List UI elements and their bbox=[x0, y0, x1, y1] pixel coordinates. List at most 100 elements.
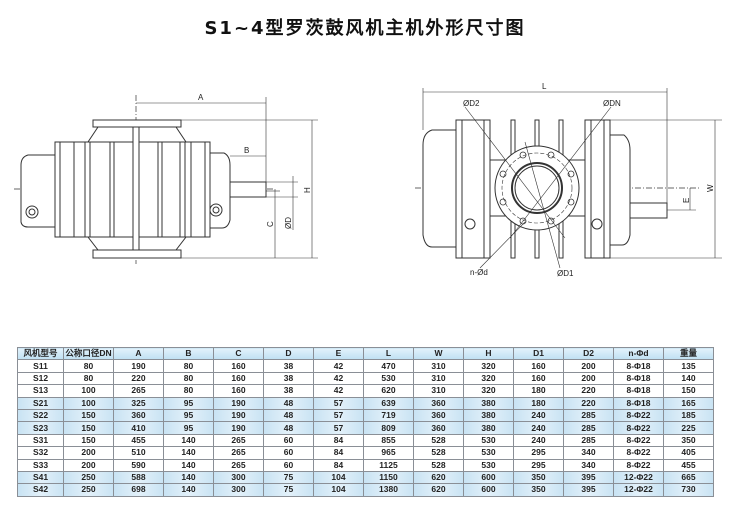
table-cell: 57 bbox=[313, 396, 364, 410]
table-cell: 300 bbox=[213, 470, 264, 485]
table-cell: 455 bbox=[113, 433, 164, 448]
table-cell: 310 bbox=[413, 371, 464, 386]
table-cell: 265 bbox=[213, 446, 264, 460]
front-view-drawing bbox=[14, 95, 318, 264]
column-header: D2 bbox=[563, 346, 614, 361]
table-cell: 730 bbox=[663, 483, 714, 497]
table-cell: 8-Φ18 bbox=[613, 384, 664, 398]
table-cell: 360 bbox=[413, 408, 464, 423]
table-cell: 220 bbox=[563, 396, 614, 410]
table-cell: 590 bbox=[113, 458, 164, 472]
table-cell: 300 bbox=[213, 483, 264, 497]
table-cell: 42 bbox=[313, 371, 364, 386]
dim-label-nd: n-Ød bbox=[470, 268, 488, 277]
table-cell: S42 bbox=[17, 483, 64, 497]
top-view-drawing bbox=[415, 88, 722, 269]
table-cell: 80 bbox=[63, 371, 114, 386]
dim-label-a: A bbox=[198, 93, 204, 102]
dim-label-dn: ØDN bbox=[603, 99, 621, 108]
table-cell: 240 bbox=[513, 408, 564, 423]
table-cell: S32 bbox=[17, 446, 64, 460]
table-cell: 325 bbox=[113, 396, 164, 410]
table-cell: 95 bbox=[163, 408, 214, 423]
table-cell: 84 bbox=[313, 446, 364, 460]
table-cell: 150 bbox=[63, 433, 114, 448]
table-cell: 588 bbox=[113, 470, 164, 485]
table-cell: 80 bbox=[63, 359, 114, 373]
table-cell: 38 bbox=[263, 384, 314, 398]
table-cell: 100 bbox=[63, 384, 114, 398]
table-cell: 600 bbox=[463, 483, 514, 497]
dim-label-d1: ØD1 bbox=[557, 269, 574, 278]
table-cell: 528 bbox=[413, 446, 464, 460]
table-cell: 320 bbox=[463, 371, 514, 386]
table-cell: 84 bbox=[313, 458, 364, 472]
table-cell: 220 bbox=[113, 371, 164, 386]
column-header: L bbox=[363, 346, 414, 361]
table-cell: 140 bbox=[163, 446, 214, 460]
table-cell: 8-Φ22 bbox=[613, 458, 664, 472]
table-cell: 140 bbox=[163, 458, 214, 472]
table-cell: 380 bbox=[463, 408, 514, 423]
table-cell: 360 bbox=[413, 396, 464, 410]
column-header: E bbox=[313, 346, 364, 361]
table-cell: 75 bbox=[263, 483, 314, 497]
table-cell: 140 bbox=[663, 371, 714, 386]
table-cell: 265 bbox=[213, 433, 264, 448]
table-cell: 8-Φ22 bbox=[613, 446, 664, 460]
table-cell: 405 bbox=[663, 446, 714, 460]
column-header: W bbox=[413, 346, 464, 361]
table-cell: 200 bbox=[63, 458, 114, 472]
table-cell: 600 bbox=[463, 470, 514, 485]
table-cell: 140 bbox=[163, 470, 214, 485]
table-cell: 80 bbox=[163, 359, 214, 373]
table-cell: S41 bbox=[17, 470, 64, 485]
dim-label-l: L bbox=[542, 82, 547, 91]
table-cell: 38 bbox=[263, 359, 314, 373]
table-cell: 285 bbox=[563, 408, 614, 423]
table-cell: 135 bbox=[663, 359, 714, 373]
table-cell: 38 bbox=[263, 371, 314, 386]
table-cell: 190 bbox=[113, 359, 164, 373]
table-cell: 190 bbox=[213, 408, 264, 423]
table-cell: 1150 bbox=[363, 470, 414, 485]
table-cell: 48 bbox=[263, 408, 314, 423]
table-cell: 75 bbox=[263, 470, 314, 485]
table-cell: 140 bbox=[163, 483, 214, 497]
table-cell: 265 bbox=[213, 458, 264, 472]
table-cell: 160 bbox=[213, 371, 264, 386]
table-cell: 965 bbox=[363, 446, 414, 460]
table-cell: S11 bbox=[17, 359, 64, 373]
table-cell: 250 bbox=[63, 483, 114, 497]
table-cell: 8-Φ22 bbox=[613, 408, 664, 423]
table-cell: 95 bbox=[163, 396, 214, 410]
table-cell: 160 bbox=[513, 371, 564, 386]
table-cell: 160 bbox=[213, 359, 264, 373]
table-cell: 350 bbox=[513, 470, 564, 485]
table-cell: 639 bbox=[363, 396, 414, 410]
table-cell: 240 bbox=[513, 421, 564, 435]
dim-label-d2: ØD2 bbox=[463, 99, 480, 108]
table-cell: 180 bbox=[513, 396, 564, 410]
dim-label-h: H bbox=[303, 187, 312, 193]
table-cell: 150 bbox=[63, 421, 114, 435]
table-cell: 104 bbox=[313, 483, 364, 497]
table-cell: S33 bbox=[17, 458, 64, 472]
table-cell: 350 bbox=[663, 433, 714, 448]
table-cell: 1125 bbox=[363, 458, 414, 472]
table-cell: 200 bbox=[563, 371, 614, 386]
column-header: A bbox=[113, 346, 164, 361]
dim-label-d: ØD bbox=[284, 217, 293, 229]
table-cell: 104 bbox=[313, 470, 364, 485]
table-cell: 100 bbox=[63, 396, 114, 410]
table-cell: S21 bbox=[17, 396, 64, 410]
table-cell: 8-Φ22 bbox=[613, 433, 664, 448]
table-cell: 185 bbox=[663, 408, 714, 423]
